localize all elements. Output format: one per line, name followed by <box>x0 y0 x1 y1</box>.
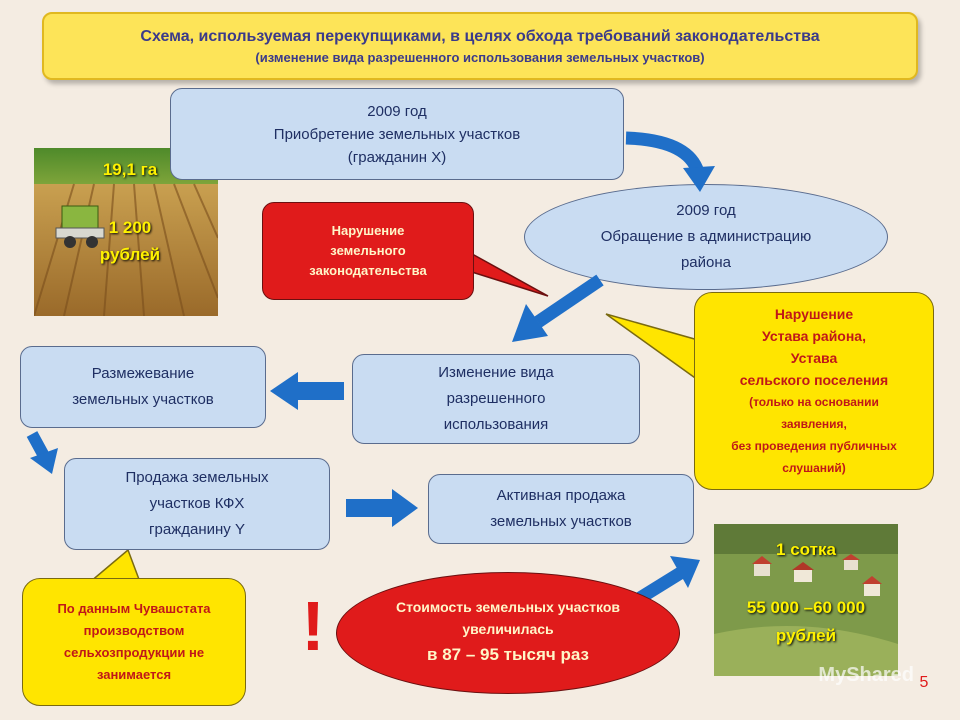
step-acquisition: 2009 год Приобретение земельных участков… <box>170 88 624 180</box>
land-law-line-3: законодательства <box>309 263 427 278</box>
title-banner: Схема, используемая перекупщиками, в цел… <box>42 12 918 80</box>
village-price-line1: 55 000 –60 000 <box>746 598 866 617</box>
right-arrow-body <box>346 499 392 517</box>
field-price-line2: рублей <box>99 245 161 264</box>
callout-land-law-violation: Нарушение земельного законодательства <box>262 202 474 300</box>
callout-cost-increase: Стоимость земельных участков увеличилась… <box>336 572 680 694</box>
active-sale-line-1: Активная продажа <box>496 487 626 504</box>
chuvashstat-line-3: сельхозпродукции не <box>63 645 205 660</box>
slide-number: 5 <box>919 674 929 691</box>
charter-line-2: Устава района, <box>762 328 866 344</box>
chuvashstat-line-4: занимается <box>96 667 172 682</box>
acquisition-text: Приобретение земельных участков <box>273 125 521 143</box>
chuvashstat-line-2: производством <box>83 623 185 638</box>
curved-arrow-1-head <box>683 166 715 192</box>
sale-kfh-line-2: участков КФХ <box>149 495 245 512</box>
cost-line-2: увеличилась <box>462 621 554 637</box>
page-title: Схема, используемая перекупщиками, в цел… <box>140 28 820 45</box>
land-law-line-2: земельного <box>330 243 406 258</box>
down-arrow <box>26 431 50 459</box>
diag-arrow-1-head <box>512 304 548 342</box>
land-law-line-1: Нарушение <box>331 223 405 238</box>
upright-arrow-head <box>670 556 700 588</box>
change-use-line-3: использования <box>443 416 549 433</box>
change-use-line-1: Изменение вида <box>438 364 554 381</box>
village-price-line2: рублей <box>775 626 837 645</box>
step-active-sale: Активная продажа земельных участков <box>428 474 694 544</box>
exclamation-mark: ! <box>301 587 325 665</box>
acquisition-year: 2009 год <box>367 102 427 120</box>
step-application: 2009 год Обращение в администрацию район… <box>524 184 888 290</box>
callout-chuvashstat: По данным Чувашстата производством сельх… <box>22 578 246 706</box>
demarcation-line-2: земельных участков <box>72 391 214 408</box>
demarcation-line-1: Размежевание <box>91 365 195 382</box>
sale-kfh-line-1: Продажа земельных <box>125 469 269 486</box>
sale-kfh-line-3: гражданину Y <box>149 521 245 538</box>
charter-line-4: сельского поселения <box>739 372 889 388</box>
curved-arrow-1 <box>625 131 705 175</box>
village-photo <box>714 524 898 676</box>
right-arrow-head <box>392 489 418 527</box>
acquisition-citizen: (гражданин Х) <box>347 148 447 166</box>
upright-arrow <box>636 566 686 604</box>
charter-line-1: Нарушение <box>774 306 854 322</box>
step-change-use: Изменение вида разрешенного использовани… <box>352 354 640 444</box>
watermark: MyShared <box>818 664 914 686</box>
active-sale-line-2: земельных участков <box>490 513 632 530</box>
field-area-label: 19,1 га <box>102 160 158 179</box>
village-unit-label: 1 сотка <box>776 540 836 559</box>
diag-arrow-1 <box>534 274 604 328</box>
charter-line-5: (только на основании <box>749 395 879 409</box>
houses-icon <box>752 554 882 596</box>
cost-line-1: Стоимость земельных участков <box>395 599 621 615</box>
callout-charter-violation: Нарушение Устава района, Устава сельског… <box>694 292 934 490</box>
down-arrow-head <box>30 448 58 474</box>
charter-line-7: без проведения публичных <box>731 439 897 453</box>
change-use-line-2: разрешенного <box>446 390 546 407</box>
step-demarcation: Размежевание земельных участков <box>20 346 266 428</box>
harvester-icon <box>55 205 105 248</box>
application-year: 2009 год <box>676 202 736 219</box>
cost-line-3: в 87 – 95 тысяч раз <box>427 645 589 664</box>
village-illustration <box>714 524 898 676</box>
charter-line-3: Устава <box>790 350 838 366</box>
left-arrow-head <box>270 372 298 410</box>
charter-line-6: заявления, <box>781 417 847 431</box>
field-price-line1: 1 200 <box>108 218 152 237</box>
page-subtitle: (изменение вида разрешенного использован… <box>255 50 705 65</box>
application-district: района <box>680 254 732 271</box>
application-text: Обращение в администрацию <box>600 228 812 245</box>
step-sale-kfh: Продажа земельных участков КФХ гражданин… <box>64 458 330 550</box>
left-arrow-body <box>298 382 344 400</box>
chuvashstat-line-1: По данным Чувашстата <box>57 601 211 616</box>
charter-line-8: слушаний) <box>782 461 846 475</box>
